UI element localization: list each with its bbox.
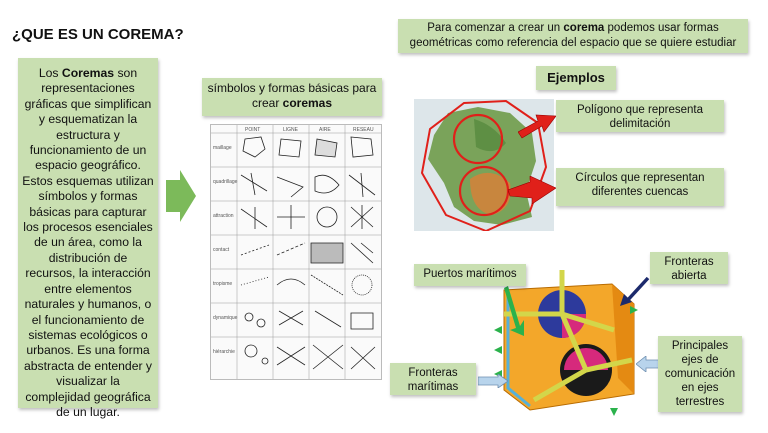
- svg-text:contact: contact: [213, 247, 230, 253]
- svg-text:dynamique: dynamique: [213, 315, 238, 321]
- red-arrow-icon: [508, 176, 557, 204]
- navy-arrow-icon: [620, 276, 650, 306]
- blue-arrow-icon: [478, 374, 508, 388]
- corema-diagram: [494, 270, 638, 416]
- callout-circles: Círculos que representan diferentes cuen…: [556, 168, 724, 206]
- intro-text-rest: podemos usar formas geométricas como ref…: [409, 22, 737, 49]
- callout-open-borders: Fronteras abierta: [650, 252, 728, 284]
- red-arrow-icon: [518, 114, 557, 139]
- symbols-bold-term: coremas: [282, 96, 333, 110]
- definition-text-start: Los: [38, 66, 62, 80]
- intro-box: Para comenzar a crear un corema podemos …: [398, 19, 748, 53]
- svg-text:RESEAU: RESEAU: [353, 127, 374, 133]
- definition-text-rest: son representaciones gráficas que simpli…: [22, 66, 154, 419]
- svg-text:POINT: POINT: [245, 127, 260, 133]
- blue-arrow-icon: [636, 356, 660, 372]
- page-title: ¿QUE ES UN COREMA?: [12, 26, 184, 43]
- symbols-box: símbolos y formas básicas para crear cor…: [202, 78, 382, 116]
- france-map-image: [414, 99, 554, 231]
- green-arrow-icon: [504, 286, 524, 336]
- callout-ports: Puertos marítimos: [414, 264, 526, 286]
- intro-text-start: Para comenzar a crear un: [427, 22, 564, 34]
- intro-bold-term: corema: [563, 22, 605, 34]
- callout-communication-axes: Principales ejes de comunicación en ejes…: [658, 336, 742, 412]
- definition-panel: Los Coremas son representaciones gráfica…: [18, 58, 158, 419]
- symbols-text: símbolos y formas básicas para crear: [207, 81, 377, 110]
- svg-text:maillage: maillage: [213, 145, 232, 151]
- svg-text:LIGNE: LIGNE: [283, 127, 299, 133]
- svg-text:attraction: attraction: [213, 213, 234, 219]
- svg-text:AIRE: AIRE: [319, 127, 331, 133]
- examples-heading: Ejemplos: [536, 66, 616, 90]
- svg-text:tropisme: tropisme: [213, 281, 232, 287]
- callout-polygon: Polígono que representa delimitación: [556, 100, 724, 132]
- coremas-symbols-table: POINT LIGNE AIRE RESEAU maillage quadrillage…: [210, 124, 382, 380]
- callout-maritime-borders: Fronteras marítimas: [390, 363, 476, 395]
- definition-bold-term: Coremas: [61, 66, 115, 80]
- right-arrow-icon: [166, 170, 196, 222]
- svg-text:quadrillage: quadrillage: [213, 179, 238, 185]
- svg-text:hiérarchie: hiérarchie: [213, 349, 235, 355]
